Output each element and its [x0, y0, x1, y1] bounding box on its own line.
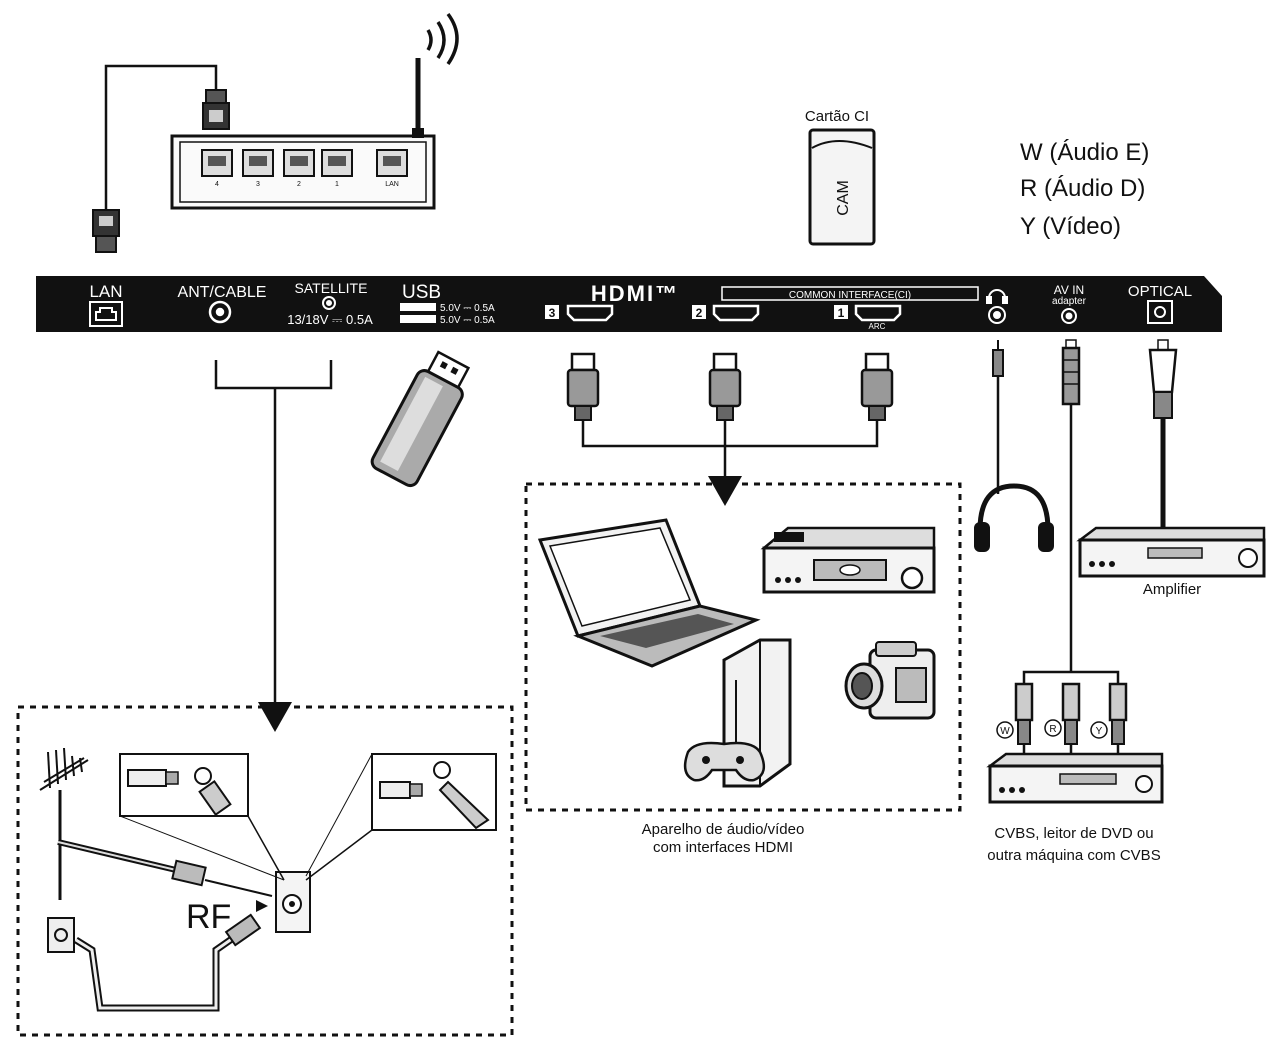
- legend-y: Y (Vídeo): [1020, 213, 1121, 240]
- wifi-waves-icon: [426, 12, 459, 65]
- rca-legend: W (Áudio E) R (Áudio D) Y (Vídeo): [1020, 139, 1149, 240]
- panel-satellite-power: 13/18V ⎓ 0.5A: [287, 312, 373, 327]
- laptop-icon: [537, 518, 761, 668]
- cam-label: CAM: [835, 180, 852, 216]
- arrow-down-hdmi: [708, 476, 742, 506]
- av-in-plug: [1061, 339, 1081, 406]
- satellite-port-icon: [322, 296, 336, 310]
- headphone-port-icon: [986, 289, 1008, 324]
- ci-card-icon: CAM: [808, 128, 876, 246]
- arrow-down-antenna: [258, 702, 292, 732]
- hdmi-port-3: 3: [545, 304, 614, 322]
- rca-plug-icon: [1061, 682, 1081, 760]
- rf-zoom-inset-left: [119, 753, 285, 881]
- router-port-2: 2: [297, 181, 301, 188]
- legend-w: W (Áudio E): [1020, 139, 1149, 166]
- dvd-player-icon: [760, 526, 936, 594]
- plug-w-label: W: [1000, 726, 1010, 737]
- coax-connector-icon: [171, 859, 207, 887]
- optical-plug: [1148, 339, 1178, 528]
- cvbs-label-2: outra máquina com CVBS: [987, 847, 1160, 864]
- cvbs-label-1: CVBS, leitor de DVD ou: [994, 825, 1153, 842]
- panel-lan-label: LAN: [89, 282, 122, 301]
- optical-port-icon: [1147, 300, 1173, 324]
- lan-cable: [104, 64, 218, 210]
- av-in-cable: [1022, 404, 1120, 684]
- hdmi-port-1: 1 ARC: [834, 304, 902, 331]
- plug-r-label: R: [1049, 724, 1056, 735]
- usb-port-icon: [400, 303, 436, 323]
- headphone-jack: [992, 340, 1004, 494]
- antenna-connection-line: [214, 360, 333, 704]
- panel-hdmi-label: HDMI™: [591, 281, 679, 306]
- amplifier-icon: [1076, 526, 1266, 578]
- usb-stick-icon: [370, 350, 471, 488]
- hdmi-plug-icon: [708, 352, 742, 421]
- hdmi-port-2: 2: [692, 304, 760, 322]
- headphones-icon: [974, 483, 1054, 552]
- avin-port-icon: [1061, 308, 1077, 324]
- hdmi-port-3-num: 3: [549, 306, 556, 320]
- router-port-4: 4: [215, 181, 219, 188]
- panel-avin-label: AV IN: [1054, 283, 1084, 297]
- hdmi-devices-label-1: Aparelho de áudio/vídeo: [642, 821, 805, 838]
- hdmi-devices-label-2: com interfaces HDMI: [653, 839, 793, 856]
- ci-card-label: Cartão CI: [805, 108, 869, 125]
- game-console-icon: [683, 638, 792, 788]
- hdmi-plug-icon: [860, 352, 894, 421]
- panel-ant-label: ANT/CABLE: [178, 284, 267, 301]
- lan-port-icon: [89, 301, 123, 327]
- panel-adapter-label: adapter: [1052, 296, 1087, 307]
- hdmi-port-1-num: 1: [838, 306, 845, 320]
- ethernet-plug-icon: [202, 89, 230, 130]
- router-port-1: 1: [335, 181, 339, 188]
- panel-satellite-label: SATELLITE: [295, 280, 368, 296]
- hdmi-devices-box: [524, 482, 962, 812]
- hdmi-arc-label: ARC: [869, 322, 886, 331]
- hdmi-port-2-num: 2: [696, 306, 703, 320]
- wall-socket-icon: [47, 917, 75, 953]
- panel-optical-label: OPTICAL: [1128, 283, 1192, 300]
- plug-y-label: Y: [1096, 726, 1103, 737]
- legend-r: R (Áudio D): [1020, 175, 1145, 202]
- panel-usb-rating-1: 5.0V ⎓ 0.5A: [440, 303, 495, 314]
- rca-plug-markers: [996, 719, 1108, 739]
- hdmi-plug-icon: [566, 352, 600, 421]
- rca-plug-icon: [1108, 682, 1128, 760]
- arrow-to-rf-top: [204, 879, 273, 897]
- tv-rear-panel: LAN ANT/CABLE SATELLITE 13/18V ⎓ 0.5A US…: [36, 276, 1222, 332]
- panel-ci-label: COMMON INTERFACE(CI): [789, 290, 911, 301]
- antenna-icon: [39, 747, 89, 900]
- rca-plug-icon: [1014, 682, 1034, 760]
- camcorder-icon: [844, 641, 936, 720]
- cvbs-dvd-player-icon: [986, 752, 1164, 804]
- ant-port-icon: [208, 300, 232, 324]
- ethernet-plug-icon: [92, 209, 120, 253]
- rf-arrow: [256, 900, 268, 912]
- panel-usb-rating-2: 5.0V ⎓ 0.5A: [440, 315, 495, 326]
- coax-connector-icon: [224, 913, 262, 947]
- rf-connection-box: [16, 705, 514, 1037]
- ci-slot: [721, 286, 979, 301]
- router-icon: 4 3 2 1 LAN: [170, 58, 436, 210]
- panel-usb-label: USB: [402, 282, 441, 303]
- amplifier-label: Amplifier: [1143, 581, 1201, 598]
- rf-zoom-inset-right: [305, 753, 497, 881]
- rf-socket: [275, 871, 311, 933]
- hdmi-cables: [581, 420, 879, 478]
- router-port-lan: LAN: [385, 181, 399, 188]
- router-port-3: 3: [256, 181, 260, 188]
- rf-label: RF: [186, 898, 231, 936]
